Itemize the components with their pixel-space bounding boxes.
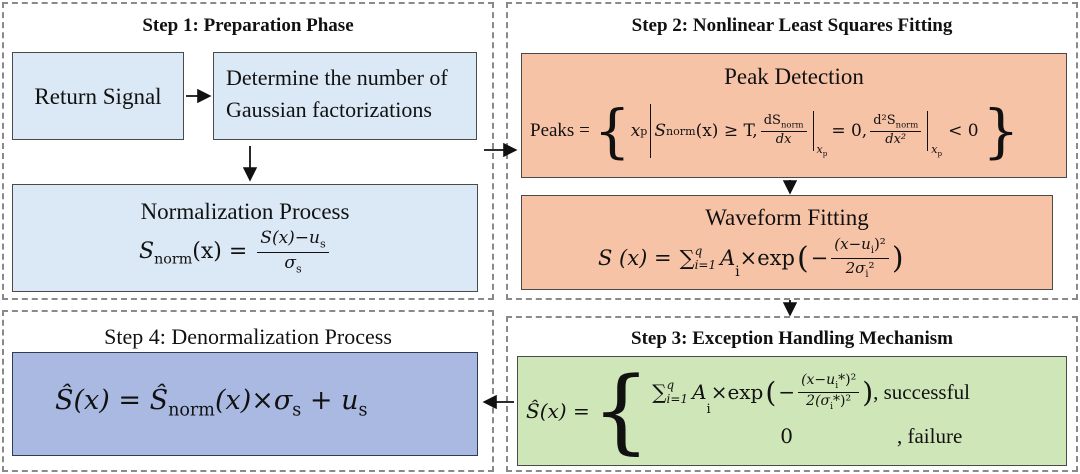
denorm-mid-sub: s [292,400,302,421]
peaks-d2-num: d²S [873,113,896,129]
denorm-lhs: Ŝ(x) = Ŝ [55,385,169,416]
exc-lhs: Ŝ(x) = [526,399,590,423]
peaks-xp-sub: p [640,124,648,138]
peaks-eval-2-sub: p [937,149,943,158]
exc-sum-sub: i=1 [666,392,689,406]
peaks-lhs: Peaks = [530,120,590,141]
return-signal-label: Return Signal [34,84,162,109]
peaks-bar-1 [650,104,652,158]
exc-num: (x−u [801,371,836,388]
peaks-eval-2: x [931,142,938,156]
exc-den: 2(σ [806,392,831,409]
step2-title: Step 2: Nonlinear Least Squares Fitting [631,15,953,36]
exc-amp-sub: i [706,402,711,417]
norm-denominator: σ [284,252,296,273]
step3-title: Step 3: Exception Handling Mechanism [631,328,953,349]
exc-success: , successful [873,379,970,404]
exc-brace: { [591,357,651,464]
exc-frac: (x−ui*)² 2(σi*)² [798,371,860,412]
peaks-close-brace: } [982,97,1020,165]
peaks-eval-1: x [816,142,823,156]
peaks-xp: x [630,121,641,141]
wf-sum-sup: q [694,243,703,258]
peaks-bar-2 [812,111,814,151]
peaks-lt0: < 0 [948,121,979,141]
exc-exp: ×exp [710,380,764,404]
denorm-lhs-sub: norm [168,400,215,421]
wf-exp: ×exp [739,246,795,271]
exc-num-tail: *)² [838,371,857,388]
normalization-formula: Snorm(x) = S(x)−us σs [139,229,332,275]
norm-lhs-arg: (x) = [192,239,248,265]
peaks-d1-num-sub: norm [780,120,804,130]
exc-sum: ∑ [652,380,667,404]
peaks-open-brace: { [593,97,631,165]
wf-lhs: S (x) = [598,246,672,271]
peak-detection-title: Peak Detection [724,64,864,89]
wf-num: (x−u [834,235,871,253]
peaks-d1-num: dS [763,113,781,129]
waveform-title: Waveform Fitting [705,205,869,230]
wf-sum-sub: i=1 [694,258,717,273]
wf-sum: ∑ [679,246,695,271]
wf-amp: A [720,246,736,271]
normalization-box: Normalization Process Snorm(x) = S(x)−us… [12,184,478,292]
normalization-title: Normalization Process [140,199,350,224]
denorm-mid: (x)×σ [214,385,293,416]
denormalization-box: Ŝ(x) = Ŝnorm(x)×σs + us [12,352,478,456]
denorm-plus: + u [309,385,359,416]
norm-denominator-sub: s [295,261,302,275]
norm-numerator-sub: s [320,237,326,251]
return-signal-box: Return Signal [12,52,184,140]
peaks-eval-1-sub: p [822,149,828,158]
exc-den-tail: *)² [833,392,852,409]
exc-failure: , failure [896,423,963,448]
peaks-d2-num-sub: norm [895,120,919,130]
determine-gaussian-box: Determine the number of Gaussian factori… [213,52,477,140]
peaks-d2-frac: d²Snorm dx² [870,113,922,148]
peaks-eq0: = 0, [831,121,868,141]
step1-title: Step 1: Preparation Phase [142,15,354,36]
exc-amp: A [692,380,707,404]
norm-lhs-base: S [139,239,155,265]
norm-numerator: S(x)−u [260,228,320,248]
exc-num-sub: i [835,380,839,391]
peaks-d1-den: dx [775,132,792,148]
wf-den-sub: i [865,268,869,280]
wf-den: 2σ [845,258,866,277]
exc-sum-sup: q [666,377,675,392]
wf-num-tail: )² [873,235,886,253]
determine-line-1: Determine the number of [226,65,448,90]
determine-line-2: Gaussian factorizations [226,97,432,122]
exc-zero: 0 [780,424,793,448]
wf-frac: (x−ui)² 2σi² [831,236,889,280]
wf-amp-sub: i [735,264,740,281]
step1-panel: Step 1: Preparation Phase [2,2,494,300]
step4-title: Step 4: Denormalization Process [104,324,392,349]
peaks-d1-frac: dSnorm dx [760,113,807,148]
peaks-bar-3 [927,111,929,151]
peaks-cond-s: S [654,121,667,141]
norm-lhs-sub: norm [154,251,193,268]
wf-den-tail: ² [868,258,875,277]
peaks-cond-sub: norm [666,124,696,138]
exc-den-sub: i [830,401,834,412]
peaks-d2-den: dx² [885,132,907,148]
denorm-formula: Ŝ(x) = Ŝnorm(x)×σs + us [55,385,368,420]
wf-num-sub: i [870,245,874,256]
step4-panel: Step 4: Denormalization Process [2,310,494,472]
step3-panel: Step 3: Exception Handling Mechanism [506,316,1078,472]
denorm-plus-sub: s [358,400,368,421]
peaks-cond-rest: (x) ≥ T, [695,121,758,141]
norm-fraction: S(x)−us σs [257,228,329,275]
